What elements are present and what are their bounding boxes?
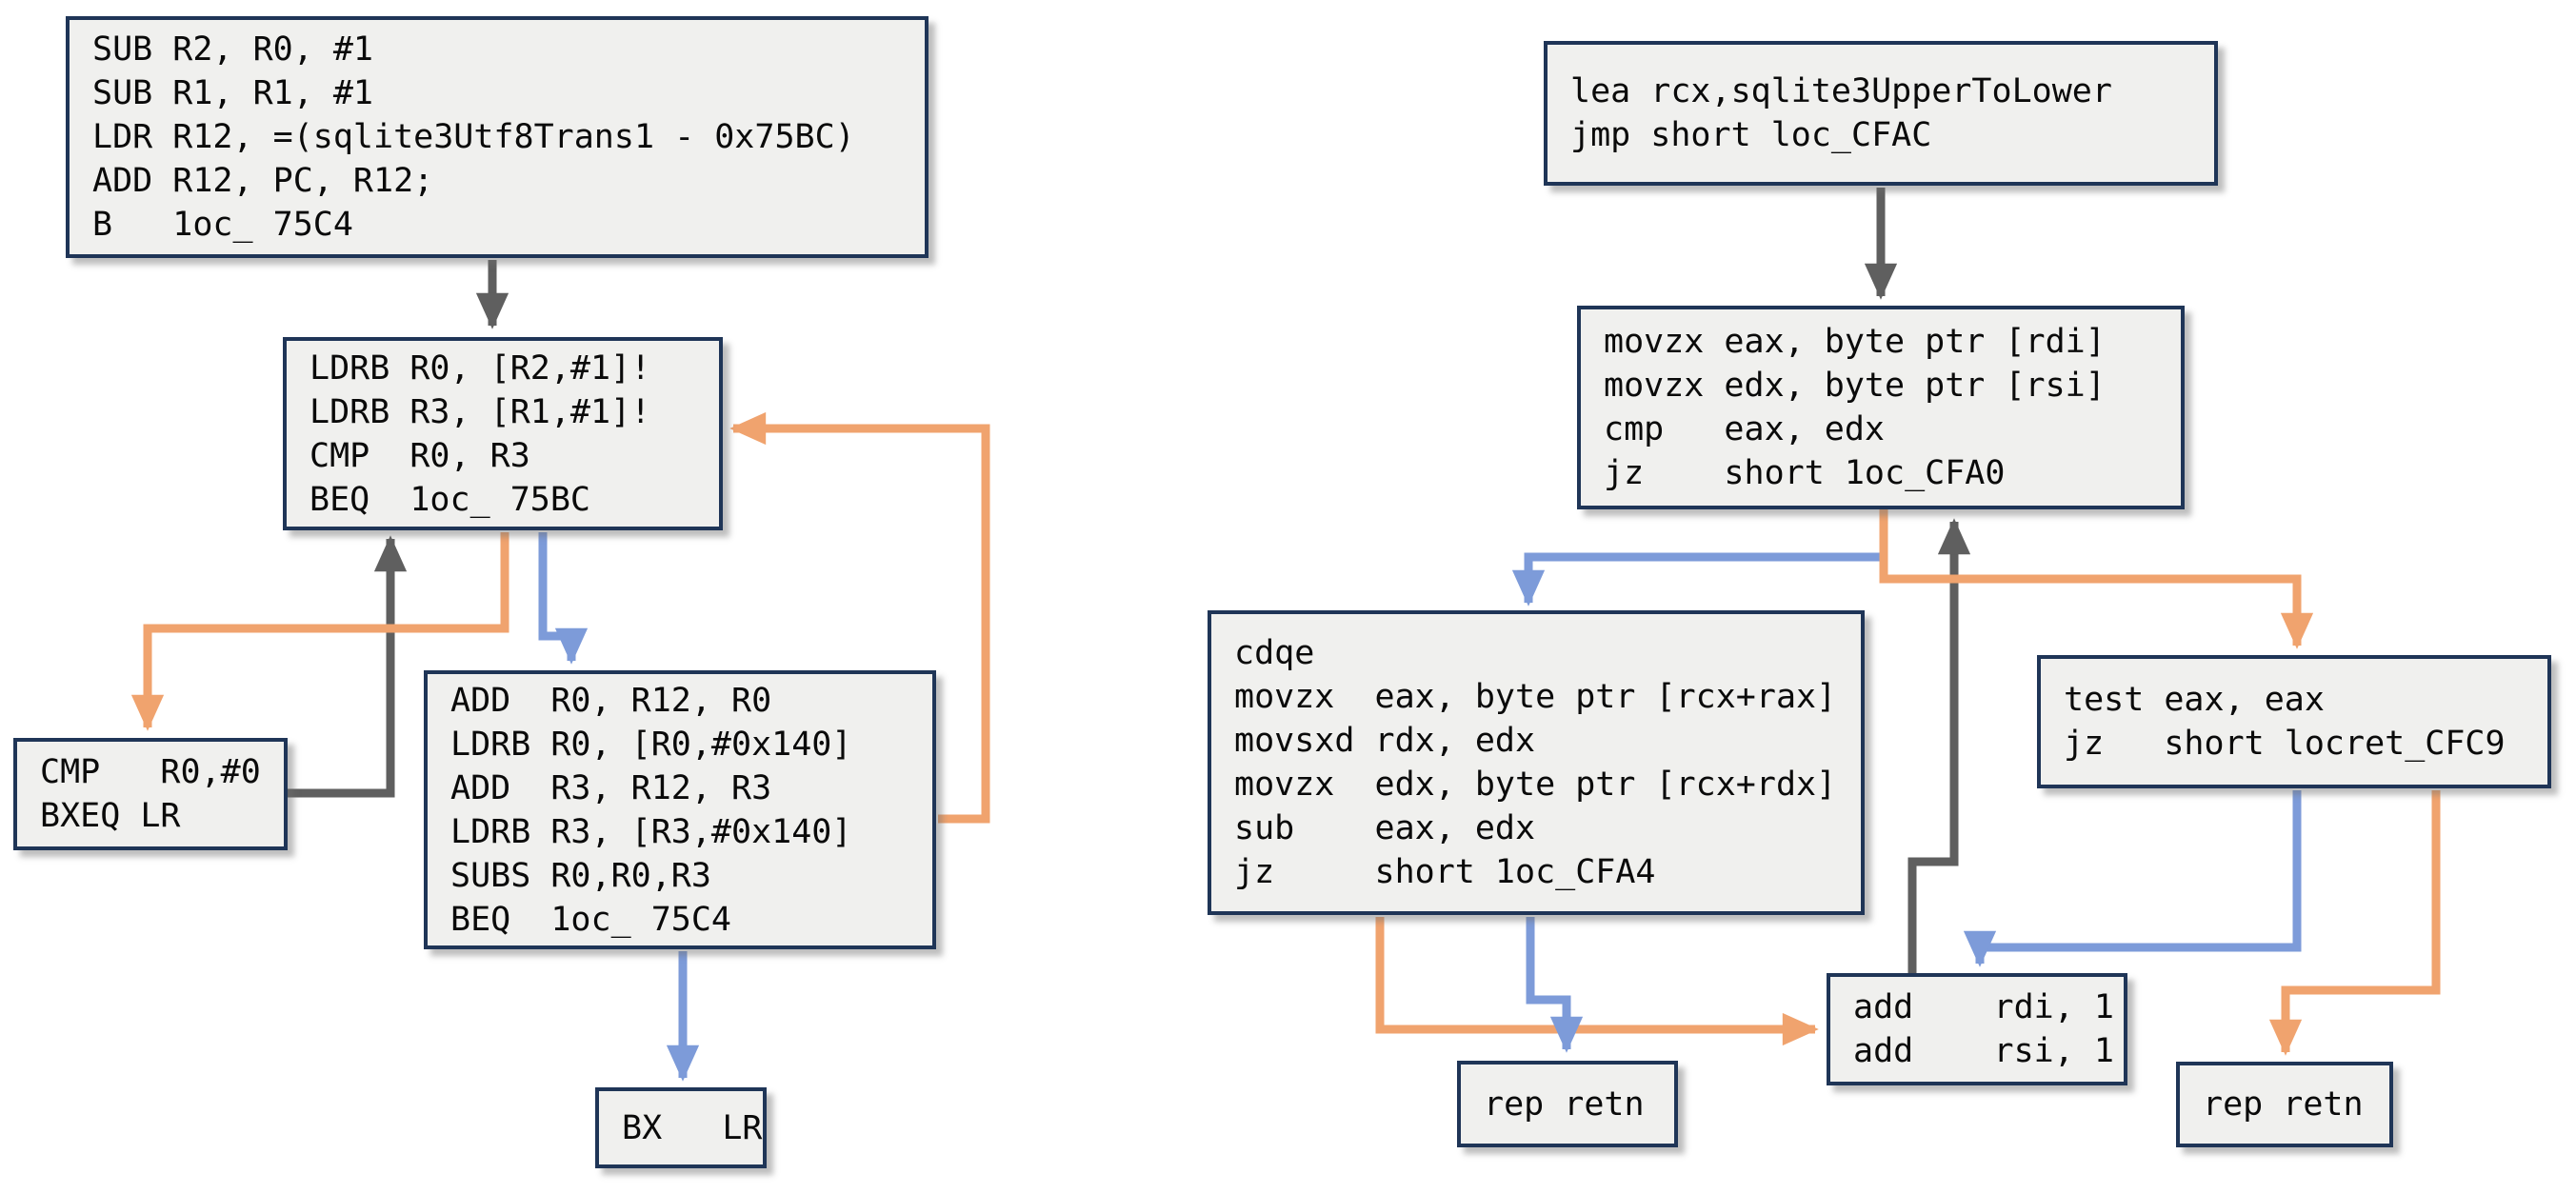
block-x86-return-right[interactable]: rep retn <box>2176 1062 2393 1147</box>
block-arm-null-check[interactable]: CMP R0,#0 BXEQ LR <box>13 738 288 850</box>
edge-arm-loop-fall-to-trans <box>538 532 589 665</box>
code-text-arm-loop: LDRB R0, [R2,#1]! LDRB R3, [R1,#1]! CMP … <box>310 348 651 519</box>
block-x86-return-left[interactable]: rep retn <box>1457 1061 1678 1147</box>
block-x86-translate[interactable]: cdqe movzx eax, byte ptr [rcx+rax] movsx… <box>1208 610 1865 915</box>
edge-arm-cmp-back-to-loop <box>286 535 408 798</box>
code-text-arm-entry: SUB R2, R0, #1 SUB R1, R1, #1 LDR R12, =… <box>92 30 855 244</box>
edge-arm-trans-taken-to-loop <box>729 411 990 824</box>
code-text-x86-trans: cdqe movzx eax, byte ptr [rcx+rax] movsx… <box>1234 634 1837 891</box>
block-x86-increment[interactable]: add rdi, 1 add rsi, 1 <box>1827 973 2127 1085</box>
edge-x86-test-taken-to-ret2 <box>2268 790 2441 1056</box>
edge-x86-loop-fall-to-trans <box>1511 509 1888 607</box>
code-text-arm-cmp: CMP R0,#0 BXEQ LR <box>40 753 261 835</box>
block-x86-test[interactable]: test eax, eax jz short locret_CFC9 <box>2037 655 2551 788</box>
block-arm-compare-loop[interactable]: LDRB R0, [R2,#1]! LDRB R3, [R1,#1]! CMP … <box>283 337 723 530</box>
edge-x86-loop-taken-to-test <box>1879 509 2314 649</box>
code-text-x86-entry: lea rcx,sqlite3UpperToLower jmp short lo… <box>1570 72 2112 154</box>
code-text-x86-inc: add rdi, 1 add rsi, 1 <box>1853 988 2114 1070</box>
block-arm-translate[interactable]: ADD R0, R12, R0 LDRB R0, [R0,#0x140] ADD… <box>424 670 936 949</box>
edge-x86-inc-back-to-loop <box>1907 518 1971 973</box>
code-text-arm-trans: ADD R0, R12, R0 LDRB R0, [R0,#0x140] ADD… <box>450 681 852 939</box>
code-text-x86-ret1: rep retn <box>1484 1085 1645 1124</box>
block-x86-compare-loop[interactable]: movzx eax, byte ptr [rdi] movzx edx, byt… <box>1577 306 2185 509</box>
block-arm-entry[interactable]: SUB R2, R0, #1 SUB R1, R1, #1 LDR R12, =… <box>66 16 929 258</box>
code-text-x86-ret2: rep retn <box>2203 1085 2364 1124</box>
block-x86-entry[interactable]: lea rcx,sqlite3UpperToLower jmp short lo… <box>1544 41 2218 186</box>
code-text-arm-ret: BX LR <box>622 1108 763 1147</box>
edge-arm-loop-taken-to-cmp <box>130 532 509 731</box>
edge-x86-trans-fall-to-ret1 <box>1526 917 1584 1053</box>
edge-x86-test-fall-to-inc <box>1963 790 2302 967</box>
code-text-x86-test: test eax, eax jz short locret_CFC9 <box>2064 681 2506 763</box>
code-text-x86-loop: movzx eax, byte ptr [rdi] movzx edx, byt… <box>1604 323 2106 492</box>
block-arm-return[interactable]: BX LR <box>595 1087 767 1168</box>
edge-x86-trans-taken-to-inc <box>1375 917 1819 1046</box>
